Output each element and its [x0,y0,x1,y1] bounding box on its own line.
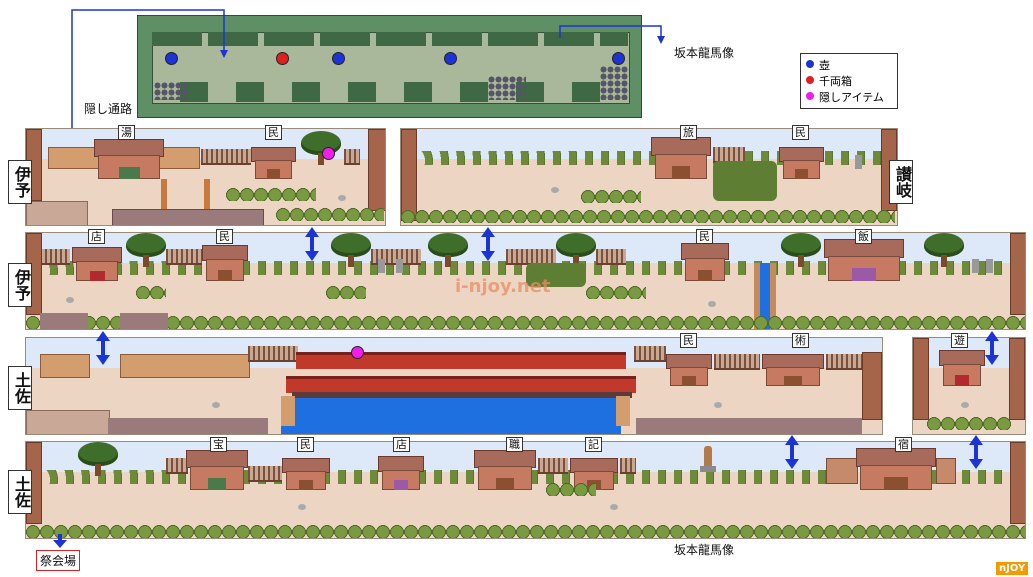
ryoma-statue-caption-bottom: 坂本龍馬像 [674,543,735,557]
watermark: i-njoy.net [455,276,551,297]
double-arrow-icon [305,227,319,261]
restaurant-label: 飯 [855,229,872,244]
double-arrow-icon [481,227,495,261]
shop-label: 店 [88,229,105,244]
ryoma-statue [704,446,712,468]
festival-exit-label: 祭会場 [36,550,81,571]
jar-marker [165,52,178,65]
chest-dot-icon [806,76,814,84]
red-bridge [296,352,626,369]
house-label: 民 [680,333,697,348]
playhouse-label: 遊 [951,333,968,348]
region-label-tosa: 土佐 [8,470,32,514]
treasure-label: 宝 [210,437,227,452]
region-label-iyo: 伊予 [8,263,32,307]
hidden-passage-label: 隠し通路 [84,102,133,116]
house-label: 民 [696,229,713,244]
lodging-label: 宿 [895,437,912,452]
double-arrow-icon [785,435,799,469]
house-label: 民 [216,229,233,244]
house-label: 民 [265,125,282,140]
hidden-passage-area [137,15,642,118]
shop-label: 店 [393,437,410,452]
record-label: 記 [585,437,602,452]
map-strip-row3-right [912,337,1026,435]
map-strip-row3-left [25,337,883,435]
region-label-iyo: 伊予 [8,160,32,204]
double-arrow-icon [969,435,983,469]
down-arrow-icon [53,534,67,548]
map-strip-row4 [25,441,1026,539]
double-arrow-icon [985,331,999,365]
map-strip-row2 [25,232,1026,330]
legend: 壺 千両箱 隠しアイテム [800,53,898,109]
house-label: 民 [792,125,809,140]
craftsman-label: 職 [506,437,523,452]
hidden-item-dot-icon [806,92,814,100]
inn-label: 旅 [680,125,697,140]
map-strip-row1-left [25,128,386,226]
region-label-sanuki: 讃岐 [889,160,913,204]
jar-dot-icon [806,60,814,68]
hidden-item-marker [351,346,364,359]
njoy-logo: nJOY [996,562,1029,575]
house-label: 民 [297,437,314,452]
jar-marker [612,52,625,65]
jar-marker [444,52,457,65]
bath-house-label: 湯 [118,125,135,140]
hidden-item-marker [322,147,335,160]
chest-marker [276,52,289,65]
region-label-tosa: 土佐 [8,366,32,410]
dojo-label: 術 [792,333,809,348]
map-strip-row1-right [400,128,898,226]
double-arrow-icon [96,331,110,365]
ryoma-statue-caption-top: 坂本龍馬像 [674,46,735,60]
jar-marker [332,52,345,65]
